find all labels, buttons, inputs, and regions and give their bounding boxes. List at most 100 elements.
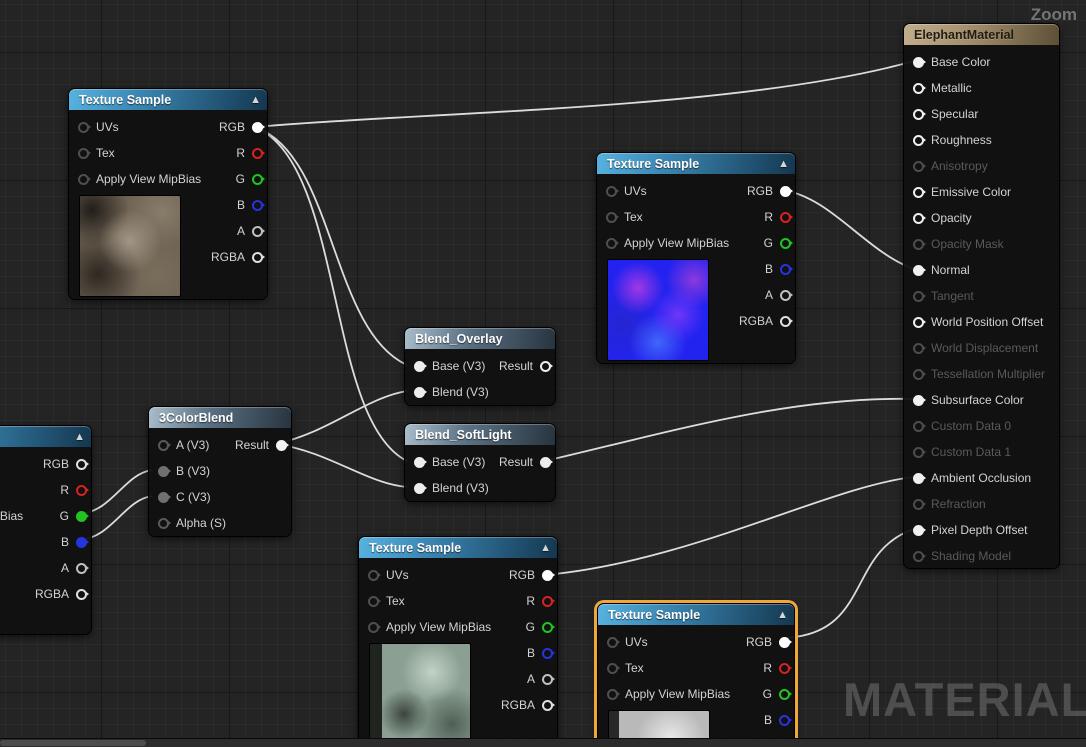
- pin-rgb[interactable]: [779, 636, 792, 648]
- pin-g[interactable]: [780, 237, 793, 249]
- pin-tex[interactable]: [78, 147, 91, 159]
- pin-r[interactable]: [542, 595, 555, 607]
- pin-alpha-s-[interactable]: [158, 517, 171, 529]
- pin-custom-data-1[interactable]: [913, 446, 926, 458]
- node-header[interactable]: Blend_Overlay: [405, 328, 555, 349]
- node-blend-overlay[interactable]: Blend_Overlay Base (V3)Blend (V3)Result: [404, 327, 556, 406]
- pin-custom-data-0[interactable]: [913, 420, 926, 432]
- pin-tex[interactable]: [607, 662, 620, 674]
- collapse-arrow-icon[interactable]: ▲: [250, 93, 261, 106]
- pin-rgb[interactable]: [76, 458, 89, 470]
- pin-r[interactable]: [252, 147, 265, 159]
- pin-apply-view-mipbias[interactable]: [368, 621, 381, 633]
- pin-b[interactable]: [76, 536, 89, 548]
- pin-g[interactable]: [252, 173, 265, 185]
- pin-result[interactable]: [276, 439, 289, 451]
- pin-a[interactable]: [252, 225, 265, 237]
- pin-r[interactable]: [76, 484, 89, 496]
- node-header[interactable]: Texture Sample ▲: [597, 153, 795, 174]
- pin-anisotropy[interactable]: [913, 160, 926, 172]
- pin-a[interactable]: [76, 562, 89, 574]
- pin-rgba[interactable]: [780, 315, 793, 327]
- pin-pixel-depth-offset[interactable]: [913, 524, 926, 536]
- node-header[interactable]: Texture Sample ▲: [598, 604, 794, 625]
- pin-a[interactable]: [780, 289, 793, 301]
- pin-apply-view-mipbias[interactable]: [606, 237, 619, 249]
- pin-roughness[interactable]: [913, 134, 926, 146]
- collapse-arrow-icon[interactable]: ▲: [74, 430, 85, 443]
- pin-g[interactable]: [76, 510, 89, 522]
- pin-normal[interactable]: [913, 264, 926, 276]
- pin-b[interactable]: [779, 714, 792, 726]
- pin-r[interactable]: [780, 211, 793, 223]
- pin-world-position-offset[interactable]: [913, 316, 926, 328]
- pin-rgba[interactable]: [542, 699, 555, 711]
- pin-base-color[interactable]: [913, 56, 926, 68]
- pin-blend-v3-[interactable]: [414, 482, 427, 494]
- pin-uvs[interactable]: [606, 185, 619, 197]
- pin-ambient-occlusion[interactable]: [913, 472, 926, 484]
- pin-g[interactable]: [779, 688, 792, 700]
- pin-b[interactable]: [252, 199, 265, 211]
- pin-result[interactable]: [540, 360, 553, 372]
- node-header[interactable]: Texture Sample ▲: [69, 89, 267, 110]
- pin-a-v3-[interactable]: [158, 439, 171, 451]
- pin-uvs[interactable]: [78, 121, 91, 133]
- pin-b[interactable]: [542, 647, 555, 659]
- pin-tessellation-multiplier[interactable]: [913, 368, 926, 380]
- pin-rgb[interactable]: [780, 185, 793, 197]
- node-header[interactable]: 3ColorBlend: [149, 407, 291, 428]
- collapse-arrow-icon[interactable]: ▲: [777, 608, 788, 621]
- pin-apply-view-mipbias[interactable]: [607, 688, 620, 700]
- pin-row: Tangent: [913, 285, 974, 307]
- pin-refraction[interactable]: [913, 498, 926, 510]
- pin-row: B: [527, 642, 555, 664]
- pin-c-v3-[interactable]: [158, 491, 171, 503]
- pin-label: A: [236, 224, 245, 238]
- node-header[interactable]: Texture Sample ▲: [359, 537, 557, 558]
- pin-g[interactable]: [542, 621, 555, 633]
- pin-r[interactable]: [779, 662, 792, 674]
- pin-tex[interactable]: [368, 595, 381, 607]
- horizontal-scrollbar[interactable]: [0, 738, 1086, 747]
- scrollbar-thumb[interactable]: [0, 740, 146, 746]
- pin-rgba[interactable]: [252, 251, 265, 263]
- pin-subsurface-color[interactable]: [913, 394, 926, 406]
- pin-b[interactable]: [780, 263, 793, 275]
- pin-uvs[interactable]: [607, 636, 620, 648]
- collapse-arrow-icon[interactable]: ▲: [778, 157, 789, 170]
- pin-rgb[interactable]: [542, 569, 555, 581]
- pin-result[interactable]: [540, 456, 553, 468]
- node-blend-softlight[interactable]: Blend_SoftLight Base (V3)Blend (V3)Resul…: [404, 423, 556, 502]
- pin-shading-model[interactable]: [913, 550, 926, 562]
- pin-opacity[interactable]: [913, 212, 926, 224]
- pin-specular[interactable]: [913, 108, 926, 120]
- pin-apply-view-mipbias[interactable]: [78, 173, 91, 185]
- pin-base-v3-[interactable]: [414, 456, 427, 468]
- pin-emissive-color[interactable]: [913, 186, 926, 198]
- pin-base-v3-[interactable]: [414, 360, 427, 372]
- pin-uvs[interactable]: [368, 569, 381, 581]
- node-header[interactable]: Texture Sample ▲: [0, 426, 91, 447]
- pin-opacity-mask[interactable]: [913, 238, 926, 250]
- pin-tex[interactable]: [606, 211, 619, 223]
- node-header[interactable]: ElephantMaterial: [904, 24, 1059, 45]
- node-header[interactable]: Blend_SoftLight: [405, 424, 555, 445]
- pin-b-v3-[interactable]: [158, 465, 171, 477]
- node-3colorblend[interactable]: 3ColorBlend A (V3)B (V3)C (V3)Alpha (S)R…: [148, 406, 292, 537]
- pin-tangent[interactable]: [913, 290, 926, 302]
- pin-metallic[interactable]: [913, 82, 926, 94]
- pin-world-displacement[interactable]: [913, 342, 926, 354]
- pin-a[interactable]: [542, 673, 555, 685]
- pin-rgba[interactable]: [76, 588, 89, 600]
- pin-rgb[interactable]: [252, 121, 265, 133]
- pin-blend-v3-[interactable]: [414, 386, 427, 398]
- collapse-arrow-icon[interactable]: ▲: [540, 541, 551, 554]
